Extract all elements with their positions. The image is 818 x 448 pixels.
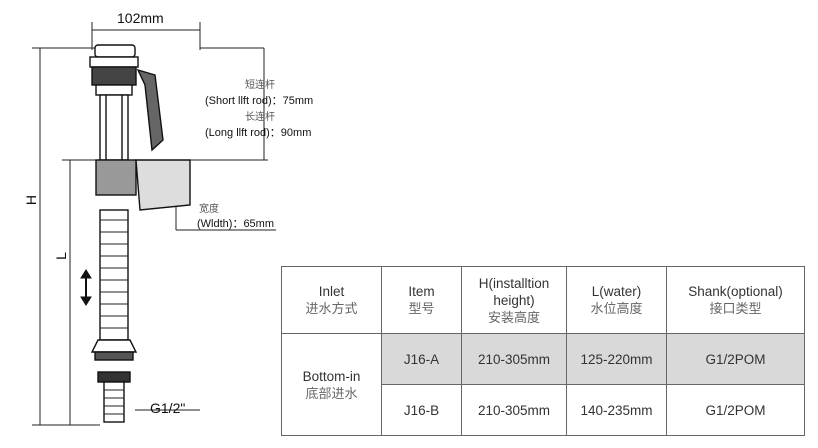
header-h: H(installtion height): [478, 275, 550, 308]
valve-base: [90, 339, 138, 423]
h-label: H: [23, 194, 40, 206]
cell-item: J16-B: [381, 384, 462, 436]
header-shank-cn: 接口类型: [709, 301, 762, 316]
shank-label: G1/2": [150, 400, 186, 416]
spec-table: Inlet 进水方式 Item 型号 H(installtion height)安装…: [281, 266, 805, 436]
inlet-value-cn: 底部进水: [305, 385, 358, 401]
width-65-label: (Wldth)：65mm: [197, 218, 275, 230]
shank-thread: [104, 389, 124, 415]
width-cn: 宽度: [199, 204, 219, 215]
tube-ribs: [100, 219, 128, 329]
header-inlet: Inlet: [318, 284, 345, 299]
header-l: L(water): [591, 284, 642, 299]
valve-body: [89, 44, 191, 341]
long-rod-cn: 长连杆: [245, 112, 275, 123]
cell-l: 140-235mm: [566, 384, 667, 436]
cell-item: J16-A: [381, 333, 462, 385]
long-rod-label: (Long llft rod)：90mm: [205, 127, 312, 139]
header-shank: Shank(optional): [688, 284, 783, 299]
l-label: L: [52, 252, 69, 260]
header-item: Item: [408, 284, 435, 299]
header-l-cn: 水位高度: [590, 301, 643, 316]
header-h-cn: 安装高度: [487, 309, 540, 325]
cell-shank: G1/2POM: [666, 384, 805, 436]
header-item-cn: 型号: [408, 301, 435, 316]
header-inlet-cn: 进水方式: [305, 301, 358, 316]
cell-l: 125-220mm: [566, 333, 667, 385]
width-label: 102mm: [117, 10, 164, 26]
short-rod-cn: 短连杆: [245, 80, 275, 91]
inlet-value: Bottom-in: [302, 368, 361, 384]
cell-shank: G1/2POM: [666, 333, 805, 385]
table-header-row: Inlet 进水方式 Item 型号 H(installtion height)安装…: [281, 266, 805, 334]
adjust-arrow-icon: [80, 269, 92, 306]
short-rod-label: (Short llft rod)：75mm: [205, 95, 314, 107]
cell-h: 210-305mm: [461, 384, 567, 436]
table-row: J16-B 210-305mm 140-235mm G1/2POM: [282, 384, 805, 436]
cell-h: 210-305mm: [461, 333, 567, 385]
